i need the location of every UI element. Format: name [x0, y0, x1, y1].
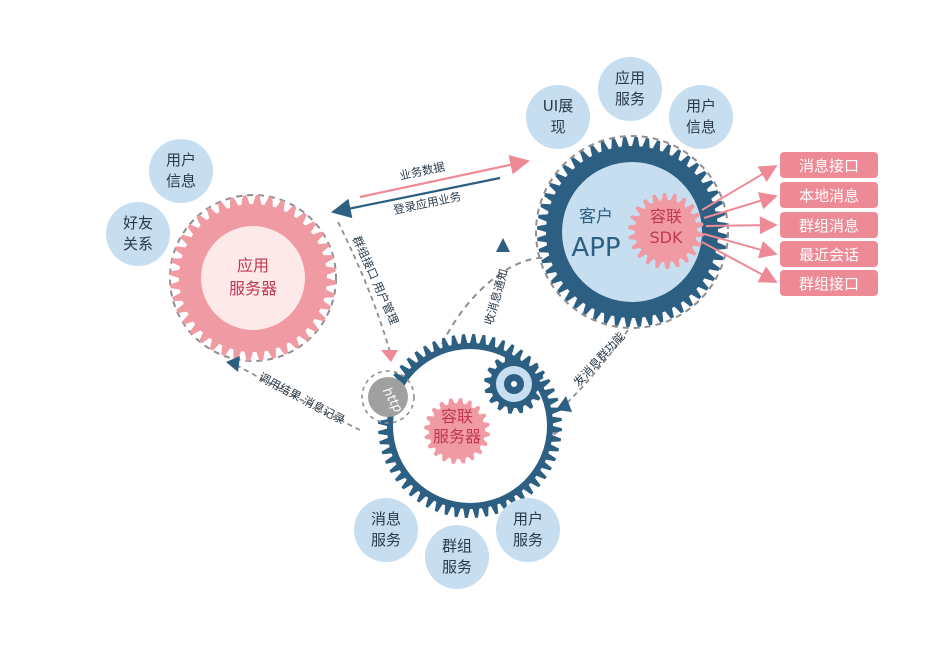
send-msg-arrowhead: [556, 396, 572, 412]
feature-tag-4: 最近会话: [799, 246, 859, 264]
business-data-arrow: [359, 155, 530, 199]
client-app-label-line1: 客户: [579, 207, 613, 227]
http-node-halo: [361, 370, 415, 424]
sdk-arrow-2: [703, 192, 778, 219]
sdk-gear: [628, 193, 704, 269]
receive-msg-label: 收消息通知: [482, 267, 511, 326]
sdk-arrow-5: [701, 241, 778, 283]
sdk-label-line1: 容联: [650, 207, 682, 226]
bubble-ui-show: UI展 现: [526, 85, 590, 149]
feature-tag-1: 消息接口: [799, 157, 859, 175]
bubble-group-service: 群组 服务: [425, 525, 489, 589]
sdk-arrow-3: [705, 216, 778, 235]
bubble-user-service-line2: 服务: [513, 531, 543, 549]
feature-tag-5: 群组接口: [799, 275, 859, 293]
sdk-arrow-4: [703, 233, 778, 259]
group-user-mgmt-arrowhead: [381, 350, 398, 362]
bubble-ui-show-line2: 现: [550, 118, 565, 136]
gear-inner-pink-teeth: [424, 398, 490, 464]
rl-server-inner-gear: [424, 398, 490, 464]
receive-msg-arrowhead: [496, 238, 510, 252]
bubble-user-info-right-line1: 用户: [686, 97, 716, 115]
http-node: [368, 377, 408, 417]
sdk-feature-arrows: [701, 165, 778, 283]
login-business-arrow: [331, 176, 501, 219]
bubble-user-service: 用户 服务: [496, 498, 560, 562]
bubble-msg-service-line2: 服务: [371, 531, 401, 549]
rl-server-label-line2: 服务器: [433, 427, 481, 446]
call-result-path: [237, 365, 361, 431]
sdk-feature-tags: 消息接口 本地消息 群组消息 最近会话 群组接口: [780, 152, 878, 296]
bubble-msg-service: 消息 服务: [354, 498, 418, 562]
bubble-user-info-left-line2: 信息: [166, 172, 196, 190]
bubble-user-info-left-line1: 用户: [166, 151, 196, 169]
rl-server-label-line1: 容联: [441, 407, 473, 426]
call-result-arrowhead: [226, 356, 240, 372]
bubble-msg-service-line1: 消息: [371, 510, 401, 528]
bubble-app-service: 应用 服务: [598, 57, 662, 121]
group-user-mgmt-path: [337, 221, 391, 353]
bubble-group-service-line1: 群组: [442, 537, 472, 555]
sdk-arrow-1: [701, 165, 778, 211]
bubble-ui-show-line1: UI展: [543, 97, 573, 115]
app-server-label-line1: 应用: [237, 256, 269, 275]
feature-tag-3-bg: [780, 212, 878, 238]
bubble-user-info-right-line2: 信息: [686, 118, 716, 136]
feature-tag-2-bg: [780, 182, 878, 208]
bubble-app-service-line1: 应用: [615, 69, 645, 87]
call-result-label: 调用结果 消息记录: [256, 370, 347, 427]
gear-sdk-teeth: [628, 193, 704, 269]
client-app-label-line2: APP: [571, 233, 620, 263]
feature-tag-1-bg: [780, 152, 878, 178]
app-server-core: [201, 226, 305, 330]
bubble-friends-line1: 好友: [123, 214, 153, 232]
bubble-user-info-right: 用户 信息: [669, 85, 733, 149]
app-server-label-line2: 服务器: [229, 279, 277, 298]
send-msg-path: [565, 329, 629, 405]
sdk-label-line2: SDK: [650, 228, 683, 247]
bubble-user-info-left: 用户 信息: [149, 139, 213, 203]
feature-tag-4-bg: [780, 241, 878, 267]
bubble-group-service-line2: 服务: [442, 558, 472, 576]
bubble-app-service-line2: 服务: [615, 90, 645, 108]
feature-tag-3: 群组消息: [799, 217, 859, 235]
send-msg-label: 发消息群功能: [570, 329, 628, 389]
group-user-mgmt-label: 群组接口 用户管理: [350, 234, 402, 328]
client-app-orbit: [535, 135, 729, 329]
feature-tag-5-bg: [780, 270, 878, 296]
bubble-friends: 好友 关系: [106, 202, 170, 266]
app-server-orbit: [169, 194, 337, 362]
bubble-user-service-line1: 用户: [513, 510, 543, 528]
bubble-friends-line2: 关系: [123, 235, 153, 253]
feature-tag-2: 本地消息: [799, 187, 859, 205]
small-gear-center: [511, 381, 517, 387]
